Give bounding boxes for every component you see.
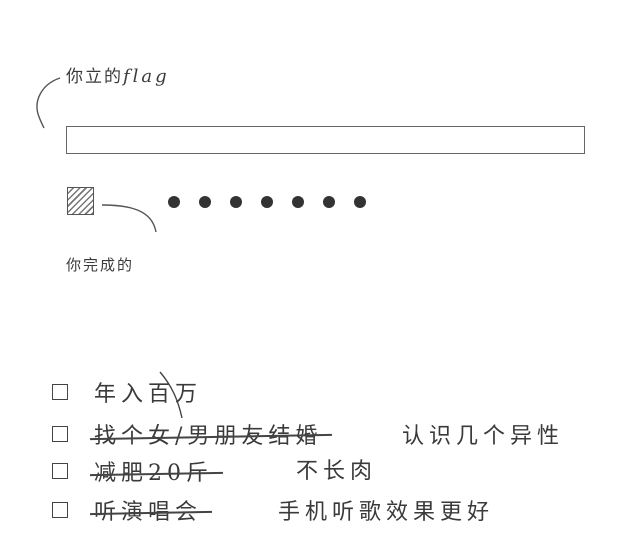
todo-item: 年入百万: [52, 376, 202, 408]
dot: [168, 196, 180, 208]
todo-item: 找个女/男朋友结婚: [52, 418, 322, 450]
flag-label: 你立的flag: [66, 62, 170, 87]
todo-note: 不长肉: [296, 459, 378, 484]
todo-checkbox[interactable]: [52, 426, 68, 442]
todo-checkbox[interactable]: [52, 463, 68, 479]
strike-curve: [159, 371, 183, 419]
done-label: 你完成的: [66, 256, 135, 274]
flag-input[interactable]: [66, 126, 585, 154]
todo-checkbox[interactable]: [52, 384, 68, 400]
dot: [199, 196, 211, 208]
dot: [323, 196, 335, 208]
todo-text: 年入百万: [94, 382, 203, 407]
bracket-flag-curve: [36, 77, 61, 129]
dot: [354, 196, 366, 208]
todo-text: 听演唱会: [94, 494, 202, 526]
todo-text: 找个女/男朋友结婚: [94, 418, 322, 450]
todo-text: 减肥20斤: [94, 455, 213, 487]
todo-checkbox[interactable]: [52, 502, 68, 518]
flag-label-latin: flag: [123, 66, 170, 87]
bracket-done-curve: [101, 204, 157, 233]
flag-label-cn: 你立的: [66, 67, 123, 87]
todo-item: 听演唱会: [52, 494, 202, 526]
progress-dots: [168, 196, 385, 208]
dot: [230, 196, 242, 208]
todo-item: 减肥20斤: [52, 455, 213, 487]
dot: [261, 196, 273, 208]
dot: [292, 196, 304, 208]
todo-note: 认识几个异性: [402, 424, 565, 449]
done-checkbox[interactable]: [67, 187, 94, 215]
todo-note: 手机听歌效果更好: [278, 500, 495, 525]
